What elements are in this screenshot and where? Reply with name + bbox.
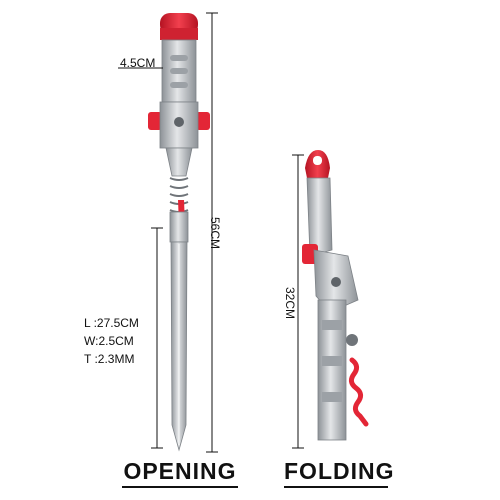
folded-bolt	[331, 277, 341, 287]
folded-red-lever	[348, 357, 369, 427]
trigger-spring	[169, 177, 189, 213]
folding-caption: FOLDING	[284, 458, 395, 484]
top-width-label: 4.5CM	[120, 56, 156, 70]
hinge-joint	[165, 147, 193, 177]
folded-length-label: 32CM	[283, 286, 297, 319]
stake-collar	[169, 211, 189, 243]
top-red-cap-base	[160, 28, 198, 40]
folding-dimension-lines	[292, 154, 304, 449]
folded-body-plate	[322, 320, 342, 330]
tip-hole	[313, 156, 322, 165]
folded-body-plate	[322, 356, 342, 366]
folded-body-plate	[322, 392, 342, 402]
side-clamp-right	[196, 112, 210, 130]
opening-underline	[122, 486, 238, 488]
folded-knob	[346, 334, 358, 346]
folding-underline	[284, 486, 388, 488]
total-length-label: 56CM	[208, 216, 222, 249]
blade-thickness-label: T :2.3MM	[84, 352, 135, 366]
tube-slot	[170, 68, 188, 74]
blade-width-label: W:2.5CM	[84, 334, 134, 348]
blade-length-label: L :27.5CM	[84, 316, 139, 330]
opening-rod-holder	[148, 13, 210, 452]
tube-slot	[170, 82, 188, 88]
clamp-bolt	[174, 117, 184, 127]
folding-rod-holder	[302, 150, 369, 441]
tube-slot	[170, 55, 188, 61]
folded-upper-tube	[306, 177, 333, 257]
side-clamp-left	[148, 112, 162, 130]
opening-dimension-lines	[118, 12, 218, 453]
opening-caption: OPENING	[123, 458, 237, 484]
